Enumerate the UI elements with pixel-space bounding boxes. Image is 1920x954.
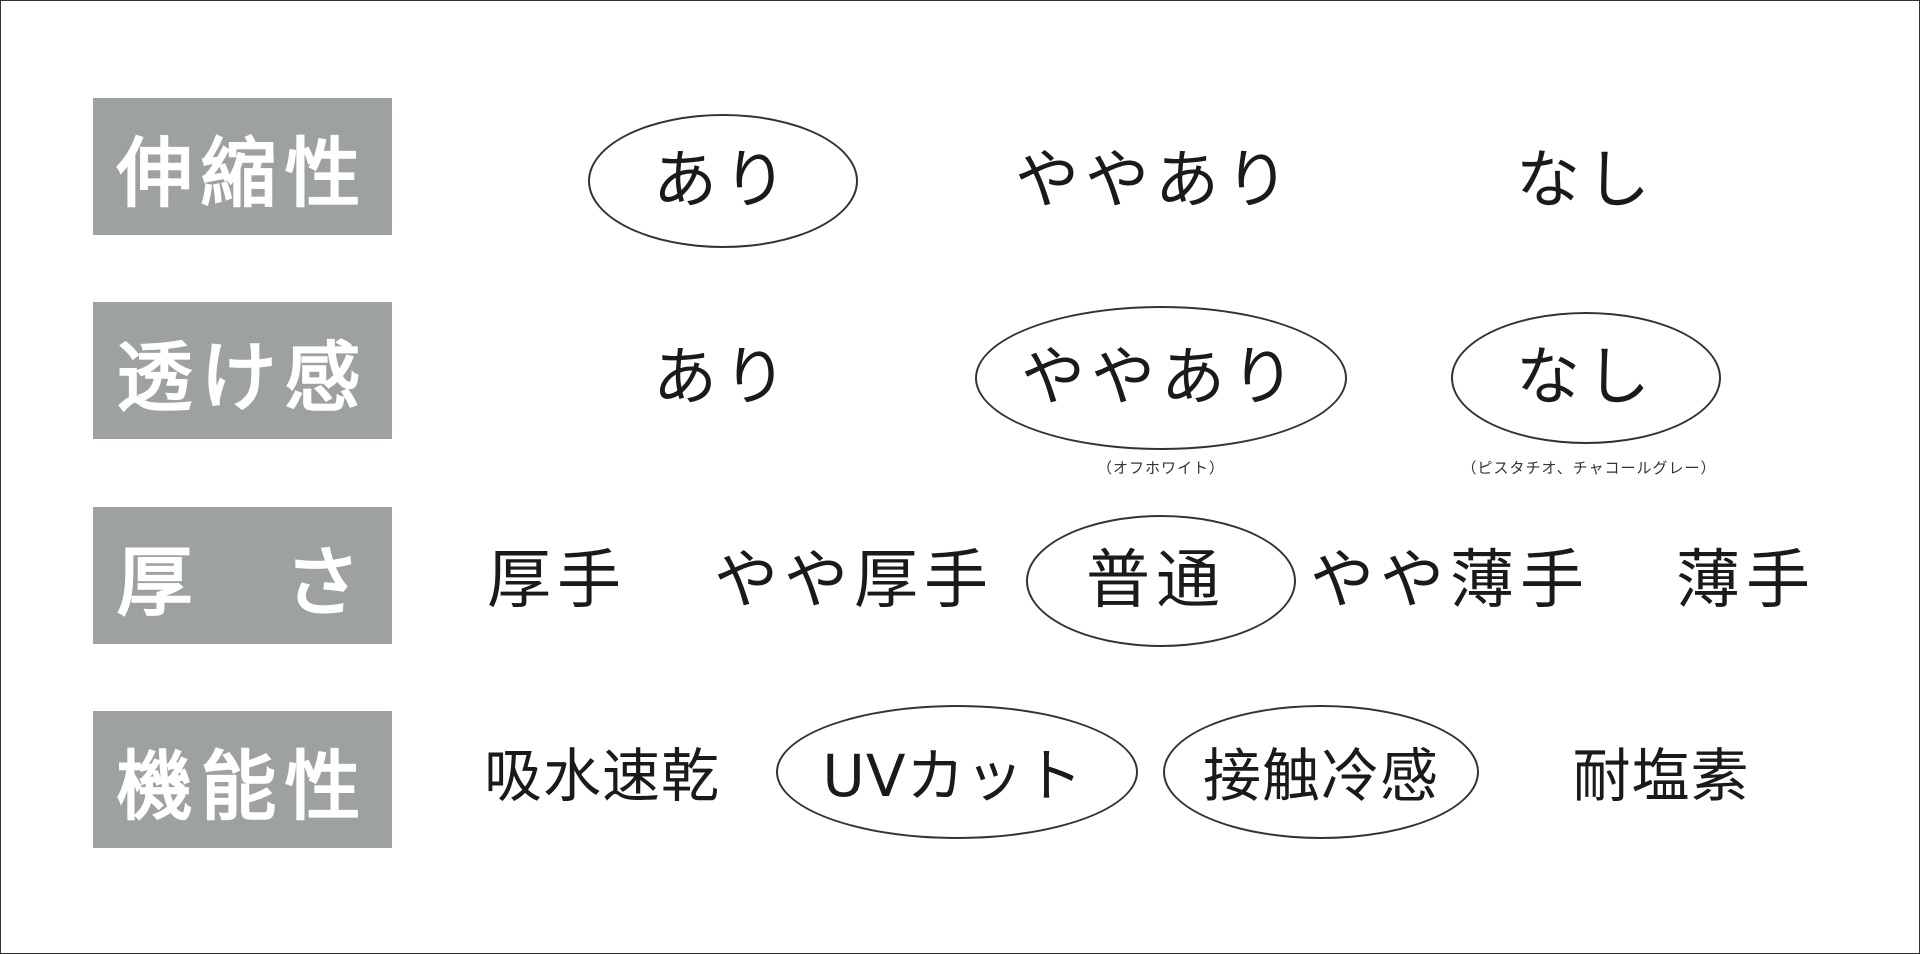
option-quick-dry: 吸水速乾 <box>483 742 721 810</box>
selected-ring <box>975 306 1347 450</box>
option-stretch-no: なし <box>1516 144 1656 218</box>
option-thin: 薄手 <box>1676 544 1816 618</box>
option-somewhat-thick: やや厚手 <box>714 544 994 618</box>
selected-ring <box>1451 312 1721 444</box>
selected-ring <box>776 705 1138 839</box>
note-sheer-somewhat: （オフホワイト） <box>1096 459 1226 477</box>
row-label-stretch: 伸縮性 <box>93 98 392 235</box>
row-label-sheerness: 透け感 <box>93 302 392 439</box>
option-normal: 普通 <box>1086 544 1226 618</box>
note-sheer-no: （ピスタチオ、チャコールグレー） <box>1461 459 1717 477</box>
option-somewhat-thin: やや薄手 <box>1310 544 1590 618</box>
row-label-thickness: 厚 さ <box>93 507 392 644</box>
selected-ring <box>1163 705 1479 839</box>
selected-ring <box>1026 515 1296 647</box>
option-cool-touch: 接触冷感 <box>1202 742 1440 810</box>
row-label-function: 機能性 <box>93 711 392 848</box>
option-chlorine-resistant: 耐塩素 <box>1572 742 1750 810</box>
option-thick: 厚手 <box>487 544 627 618</box>
option-sheer-yes: あり <box>653 341 793 415</box>
option-stretch-somewhat: ややあり <box>1015 144 1295 218</box>
option-sheer-no: なし <box>1516 341 1656 415</box>
option-uv-cut: UVカット <box>822 742 1084 810</box>
selected-ring <box>588 114 858 248</box>
option-sheer-somewhat: ややあり <box>1021 341 1301 415</box>
option-stretch-yes: あり <box>653 144 793 218</box>
